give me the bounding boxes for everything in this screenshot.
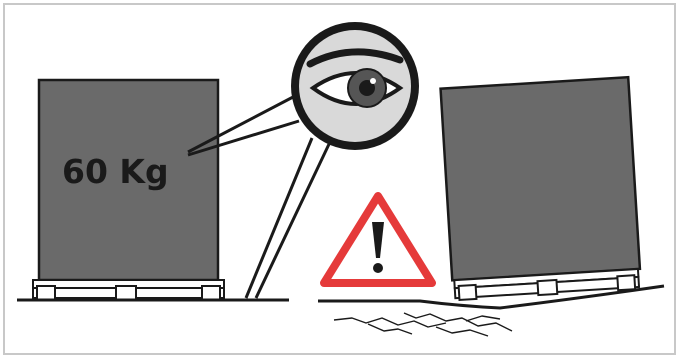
crate-level: 60 Kg [33,80,224,300]
crate-body-tilted [441,77,640,280]
pallet-base [33,280,224,300]
crate-tilted [441,77,642,300]
weight-label: 60 Kg [62,152,169,191]
eye-icon [291,22,419,150]
